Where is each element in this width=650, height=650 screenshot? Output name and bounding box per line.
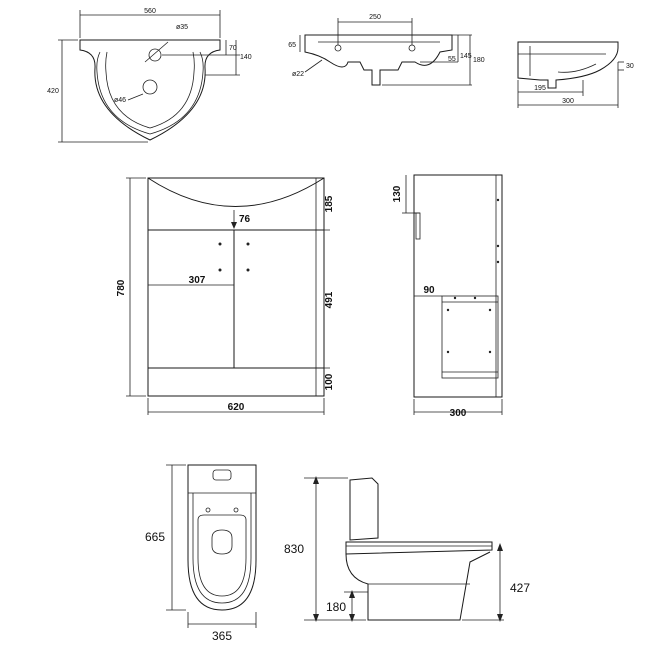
plinth-label: 100 — [324, 373, 335, 390]
door-offset-label: 76 — [239, 214, 251, 225]
toilet-side-view: 830 427 180 — [284, 476, 530, 622]
tap-hole-label: ø35 — [176, 24, 188, 31]
vanity-front-view: 780 620 76 307 185 491 100 — [116, 177, 335, 415]
basin-width-label: 560 — [144, 8, 156, 15]
basin-front-145-label: 145 — [460, 53, 472, 60]
vanity-width-label: 620 — [228, 402, 245, 413]
basin-side-30-label: 30 — [626, 63, 634, 70]
overflow-label: ø22 — [292, 71, 304, 78]
basin-plan-view: 560 420 ø35 ø46 70 140 — [47, 8, 252, 143]
basin-side-view: 195 300 30 — [517, 41, 634, 108]
dim-70-label: 70 — [229, 45, 237, 52]
toilet-length-label: 665 — [145, 530, 165, 544]
waste-hole-label: ø46 — [114, 97, 126, 104]
vanity-side-depth-label: 300 — [450, 408, 467, 419]
toilet-height-label: 830 — [284, 542, 304, 556]
toilet-plan-view: 665 365 — [145, 464, 257, 643]
basin-side-195-label: 195 — [534, 85, 546, 92]
basin-front-view: 250 65 145 55 180 ø22 — [288, 14, 485, 86]
vanity-top-label: 185 — [324, 195, 335, 212]
toilet-width-label: 365 — [212, 629, 232, 643]
vanity-side-top-label: 130 — [392, 185, 403, 202]
basin-front-250-label: 250 — [369, 14, 381, 21]
vanity-height-label: 780 — [116, 279, 127, 296]
vanity-side-shelf-label: 90 — [423, 285, 435, 296]
waste-hole — [142, 79, 158, 95]
door-height-label: 491 — [324, 291, 335, 308]
basin-front-55-label: 55 — [448, 56, 456, 63]
door-width-label: 307 — [189, 275, 206, 286]
toilet-seat-height-label: 427 — [510, 581, 530, 595]
toilet-outlet-label: 180 — [326, 600, 346, 614]
basin-side-300-label: 300 — [562, 98, 574, 105]
basin-front-180-label: 180 — [473, 57, 485, 64]
basin-depth-label: 420 — [47, 88, 59, 95]
dim-140-label: 140 — [240, 54, 252, 61]
basin-front-65-label: 65 — [288, 42, 296, 49]
tap-hole — [148, 48, 162, 62]
vanity-side-view: 130 90 300 — [392, 174, 503, 419]
